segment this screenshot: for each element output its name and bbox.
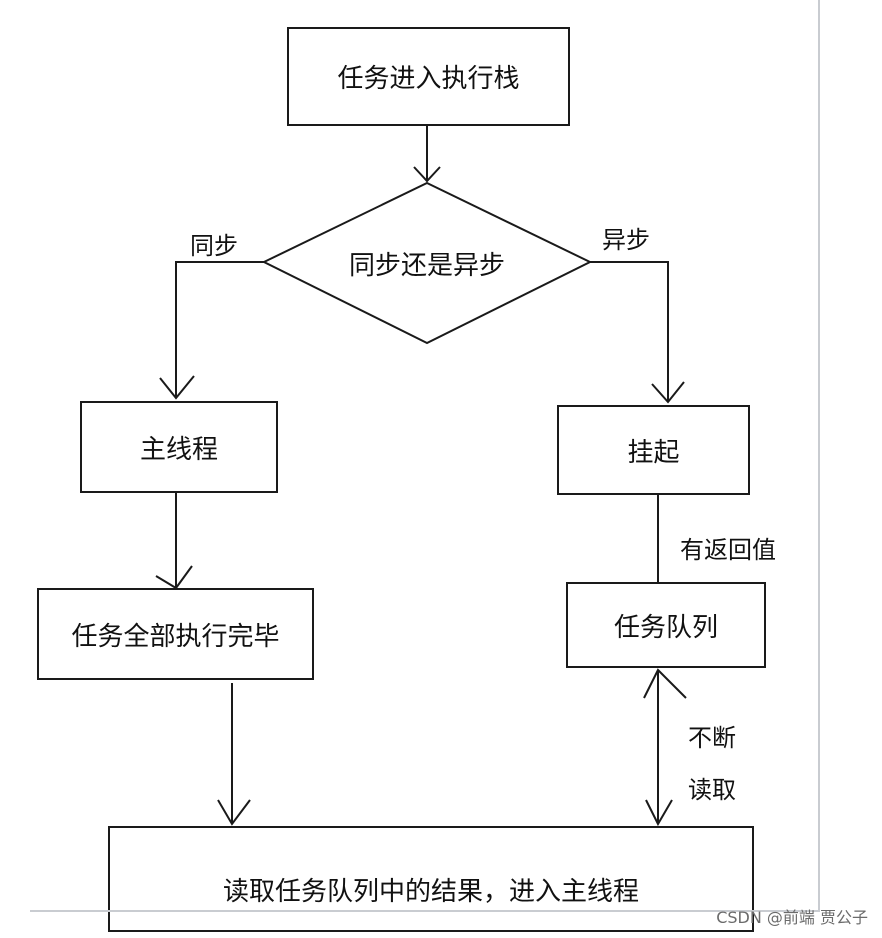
arrowhead-main-thread bbox=[159, 375, 195, 400]
node-task-queue: 任务队列 bbox=[566, 582, 766, 668]
node-suspend-label: 挂起 bbox=[627, 437, 680, 468]
node-all-tasks-done: 任务全部执行完毕 bbox=[37, 588, 314, 680]
watermark: CSDN @前端 贾公子 bbox=[716, 908, 868, 927]
node-suspend: 挂起 bbox=[557, 405, 750, 495]
arrowhead-up-queue bbox=[643, 668, 687, 699]
edge-label-has-return: 有返回值 bbox=[680, 536, 776, 564]
node-main-thread-label: 主线程 bbox=[139, 434, 218, 465]
node-read-queue-result-label: 读取任务队列中的结果，进入主线程 bbox=[222, 876, 639, 907]
edge-async-branch bbox=[590, 261, 669, 402]
node-read-queue-result: 读取任务队列中的结果，进入主线程 bbox=[108, 826, 754, 932]
edge-label-read: 读取 bbox=[688, 776, 736, 804]
node-task-enter-stack: 任务进入执行栈 bbox=[287, 27, 570, 126]
edge-label-async: 异步 bbox=[602, 226, 650, 254]
node-task-queue-label: 任务队列 bbox=[613, 612, 718, 643]
edge-label-sync: 同步 bbox=[190, 232, 238, 260]
right-edge-line bbox=[818, 0, 820, 910]
edge-sync-branch bbox=[175, 261, 264, 398]
node-task-enter-stack-label: 任务进入执行栈 bbox=[337, 64, 520, 94]
arrowhead-down-read bbox=[645, 799, 673, 827]
arrowhead-read-result bbox=[217, 799, 251, 826]
decision-diamond bbox=[261, 181, 593, 345]
arrowhead-suspend bbox=[651, 381, 685, 404]
decision-label: 同步还是异步 bbox=[348, 250, 505, 281]
edge-label-keep: 不断 bbox=[688, 724, 736, 752]
node-main-thread: 主线程 bbox=[80, 401, 278, 493]
node-all-tasks-done-label: 任务全部执行完毕 bbox=[71, 621, 280, 652]
arrowhead-done bbox=[155, 565, 193, 590]
bottom-edge-line bbox=[30, 910, 820, 912]
arrowhead-decision bbox=[413, 166, 441, 183]
